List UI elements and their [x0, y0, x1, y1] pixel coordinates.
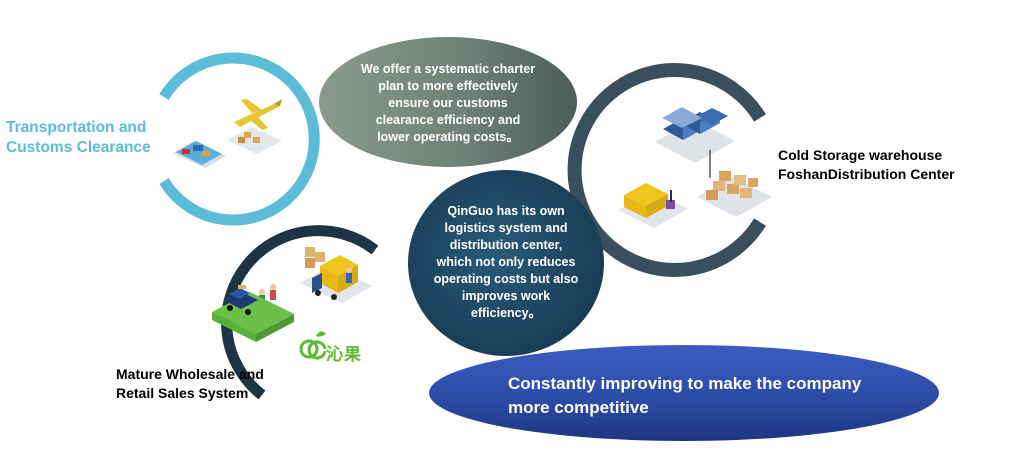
logistics-line-7: efficiency。	[470, 306, 542, 320]
brand-logo-text: 沁果	[326, 345, 362, 365]
logistics-line-6: improves work	[461, 289, 551, 303]
charter-plan-line-4: clearance efficiency and	[375, 113, 521, 127]
charter-plan-text: We offer a systematic charter plan to mo…	[338, 61, 558, 146]
banner-line-1: Constantly improving to make the company	[508, 374, 862, 393]
cold-storage-label: Cold Storage warehouse FoshanDistributio…	[778, 146, 955, 184]
wholesale-label: Mature Wholesale and Retail Sales System	[116, 365, 264, 403]
airplane-icon	[234, 99, 282, 130]
charter-plan-line-3: ensure our customs	[388, 96, 508, 110]
charter-plan-line-1: We offer a systematic charter	[360, 62, 536, 76]
warehouse-icon	[655, 107, 735, 163]
forklift-icon	[666, 190, 675, 209]
car-icon	[212, 285, 294, 342]
transport-ring	[159, 52, 320, 226]
logistics-line-3: distribution center,	[449, 238, 563, 252]
charter-plan-line-2: plan to more effectively	[378, 79, 518, 93]
charter-plan-line-5: lower operating costs。	[377, 130, 519, 144]
pallet-boxes-icon-2	[697, 150, 772, 217]
charter-plan-oval	[319, 37, 577, 167]
wholesale-label-line-1: Mature Wholesale and	[116, 366, 264, 382]
logistics-line-5: operating costs but also	[433, 272, 579, 286]
logistics-text: QinGuo has its own logistics system and …	[421, 203, 591, 322]
banner-oval	[429, 345, 939, 441]
cold-storage-label-line-1: Cold Storage warehouse	[778, 147, 943, 163]
wholesale-ring	[221, 225, 379, 400]
cold-storage-label-line-2: FoshanDistribution Center	[778, 166, 955, 182]
transportation-label-line-1: Transportation and	[6, 119, 147, 136]
logistics-oval	[408, 170, 604, 356]
delivery-truck-icon-2	[312, 255, 358, 300]
qg-leaf-logo-icon	[299, 331, 327, 360]
banner-line-2: more competitive	[508, 398, 649, 417]
pallet-boxes-icon	[227, 127, 282, 154]
logistics-line-2: logistics system and	[444, 221, 568, 235]
wholesale-label-line-2: Retail Sales System	[116, 385, 249, 401]
transportation-label: Transportation and Customs Clearance	[6, 118, 151, 158]
banner-text: Constantly improving to make the company…	[508, 372, 861, 420]
logistics-line-4: which not only reduces	[436, 255, 576, 269]
delivery-truck-icon	[618, 183, 688, 228]
logistics-line-1: QinGuo has its own	[447, 204, 565, 218]
cargo-ship-icon	[173, 141, 226, 168]
cold-storage-ring	[567, 63, 766, 277]
transportation-label-line-2: Customs Clearance	[6, 139, 151, 156]
